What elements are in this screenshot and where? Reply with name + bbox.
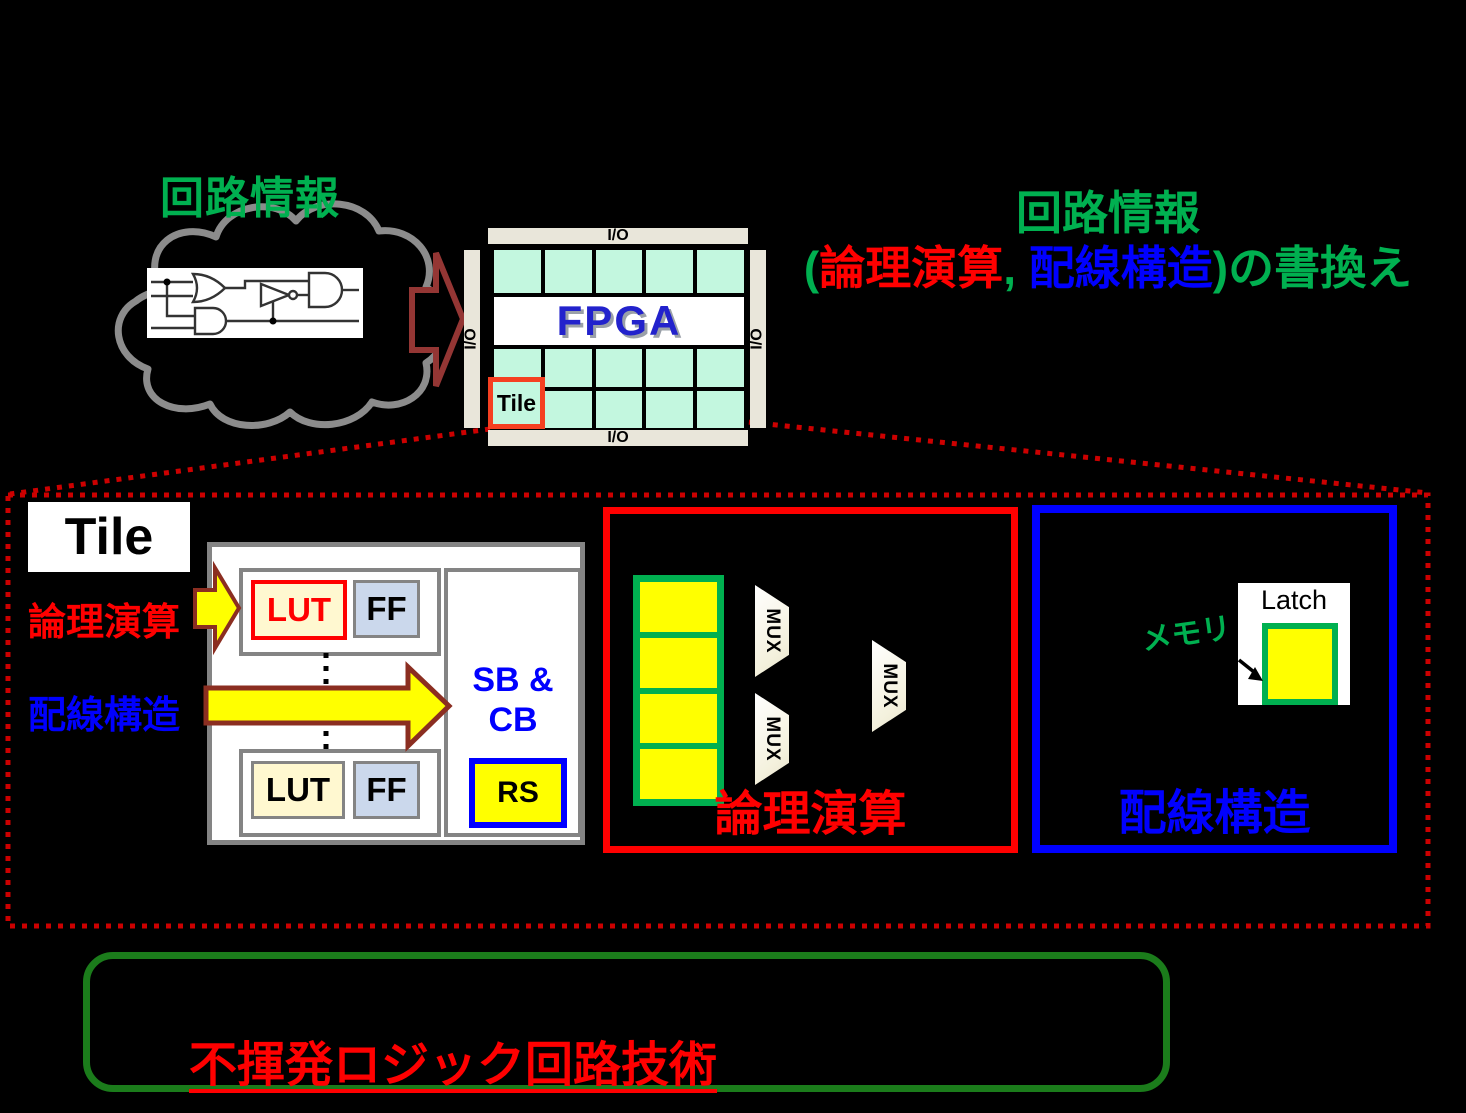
latch-memory-cell [1262,623,1338,705]
logic-operation-side-label: 論理演算 [28,602,181,644]
logic-gates-icon [151,271,359,336]
fpga-cell [544,250,592,293]
ff-label: FF [366,771,407,808]
mux-icon: MUX [872,640,906,732]
mux-label: MUX [879,663,900,709]
ff-block-bottom: FF [353,761,420,819]
fpga-cell [697,349,744,387]
sb-cb-panel: SB & CB RS [444,568,582,837]
ff-block-top: FF [353,580,420,638]
fpga-cell [697,390,744,428]
memory-cell [640,749,717,799]
lut-memory-column [633,575,724,806]
tile-detail-title-text: Tile [64,508,154,566]
circuit-schematic [147,268,363,338]
mux-label: MUX [762,716,783,762]
bottom-banner: 不揮発ロジック回路技術 [83,952,1170,1092]
tile-detail-box: LUT FF LUT FF SB & CB RS [207,542,585,845]
lut-block-top: LUT [251,580,347,640]
lut-block-bottom: LUT [251,761,345,819]
sb-cb-label: SB & CB [448,660,578,740]
nonvolatile-logic-title: 不揮発ロジック回路技術 [189,1039,718,1092]
lut-label: LUT [266,591,332,628]
fpga-cell [646,390,694,428]
fpga-cell [595,250,643,293]
logic-block-caption: 論理演算 [714,788,907,841]
mux-icon: MUX [755,693,789,785]
comma: , [1003,242,1029,294]
rewrite-suffix: の書換え [1228,242,1413,294]
circuit-info-label: 回路情報 [1016,187,1200,239]
memory-cell [640,693,717,744]
fpga-cell [646,349,694,387]
memory-cell [640,637,717,688]
fpga-cell [595,349,643,387]
rewrite-caption-line1: 回路情報 [788,186,1428,241]
io-strip-right: I/O [749,250,766,428]
zoom-line-left [9,426,491,497]
fpga-title: FPGA [556,297,682,344]
rs-label: RS [497,776,539,809]
fpga-title-band: FPGA [494,297,744,345]
io-strip-bottom: I/O [488,429,748,446]
lut-ff-group-bottom: LUT FF [239,749,441,837]
wiring-block-caption: 配線構造 [1118,787,1311,840]
lut-ff-group-top: LUT FF [239,568,441,656]
fpga-cell [544,390,592,428]
lut-label: LUT [265,771,331,808]
memory-label: メモリ [1139,611,1234,658]
latch-label: Latch [1260,585,1328,615]
fpga-block: FPGA [494,250,744,428]
logic-operation-label: 論理演算 [819,242,1004,294]
io-label: I/O [749,328,766,350]
io-label: I/O [463,328,480,350]
mux-label: MUX [762,608,783,654]
mux-icon: MUX [755,585,789,677]
rewrite-caption-line2: (論理演算, 配線構造)の書換え [788,241,1428,296]
sb-cb-line2: CB [488,701,538,739]
io-strip-top: I/O [488,227,748,244]
fpga-cell [494,250,541,293]
logic-operation-block: MUX MUX MUX 論理演算 [603,507,1018,853]
io-label: I/O [607,429,629,446]
fpga-cell [595,390,643,428]
wiring-structure-side-label: 配線構造 [28,695,181,737]
tile-detail-title: Tile [28,502,190,572]
wiring-structure-label: 配線構造 [1028,242,1213,294]
fpga-cell [544,349,592,387]
memory-cell [640,582,717,632]
wiring-structure-block: メモリ Latch 配線構造 [1032,505,1397,853]
circuit-info-label: 回路情報 [160,174,340,223]
fpga-tile-label: Tile [496,389,537,416]
sb-cb-line1: SB & [472,661,554,699]
fpga-cell [697,250,744,293]
rs-block: RS [469,758,567,828]
latch-box: Latch [1238,583,1350,705]
fpga-cell [646,250,694,293]
flow-arrow-icon [409,251,467,388]
paren-open: ( [803,242,820,294]
fpga-tile-highlight: Tile [488,377,545,429]
io-strip-left: I/O [463,250,480,428]
paren-close: ) [1212,242,1229,294]
ff-label: FF [366,590,407,627]
io-label: I/O [607,227,629,244]
rewrite-caption: 回路情報 (論理演算, 配線構造)の書換え [788,186,1428,296]
